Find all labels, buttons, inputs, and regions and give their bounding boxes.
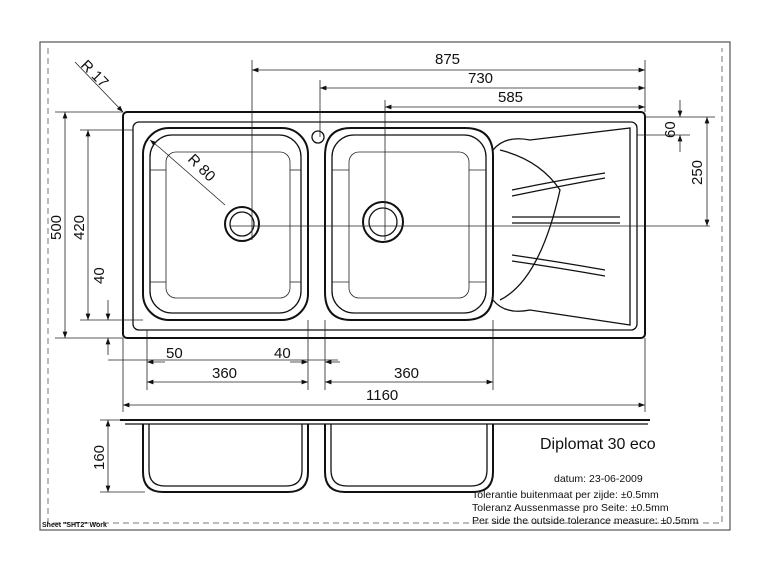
drainer <box>492 127 631 326</box>
tap-hole <box>311 130 325 144</box>
sink-side-view <box>120 419 650 493</box>
radius-17: R 17 <box>77 57 111 91</box>
sink-top-view <box>122 60 710 339</box>
dim-730: 730 <box>468 70 493 87</box>
drainer-rib <box>512 216 620 224</box>
radius-80: R 80 <box>184 151 218 185</box>
dim-60: 60 <box>662 121 679 138</box>
dim-585: 585 <box>498 89 523 106</box>
tolerance-german: Toleranz Aussenmasse pro Seite: ±0.5mm <box>472 502 669 514</box>
dim-500: 500 <box>48 215 65 240</box>
dim-1160: 1160 <box>366 387 398 404</box>
dim-40-bottom: 40 <box>274 345 291 362</box>
drawing-date: datum: 23-06-2009 <box>554 473 643 485</box>
dim-160: 160 <box>91 445 108 470</box>
tolerance-english: Per side the outside tolerance measure: … <box>472 515 699 527</box>
dim-360-left: 360 <box>212 365 237 382</box>
dim-875: 875 <box>435 51 460 68</box>
dim-420: 420 <box>71 215 88 240</box>
right-drain <box>362 201 404 243</box>
dim-250: 250 <box>689 160 706 185</box>
dim-50: 50 <box>166 345 183 362</box>
tolerance-dutch: Tolerantie buitenmaat per zijde: ±0.5mm <box>472 489 659 501</box>
dim-360-right: 360 <box>394 365 419 382</box>
left-drain <box>224 206 260 242</box>
drainer-rib <box>511 172 606 197</box>
right-bowl <box>324 127 494 321</box>
sheet-label: Sheet "SHT2" Work <box>42 522 107 529</box>
dimensions <box>55 60 715 493</box>
left-bowl <box>142 127 309 321</box>
product-name: Diplomat 30 eco <box>540 436 656 453</box>
dim-40-left: 40 <box>91 267 108 284</box>
drawing-frame <box>39 41 731 531</box>
frame-dashed-border <box>47 48 723 524</box>
drainer-rib <box>511 254 606 277</box>
